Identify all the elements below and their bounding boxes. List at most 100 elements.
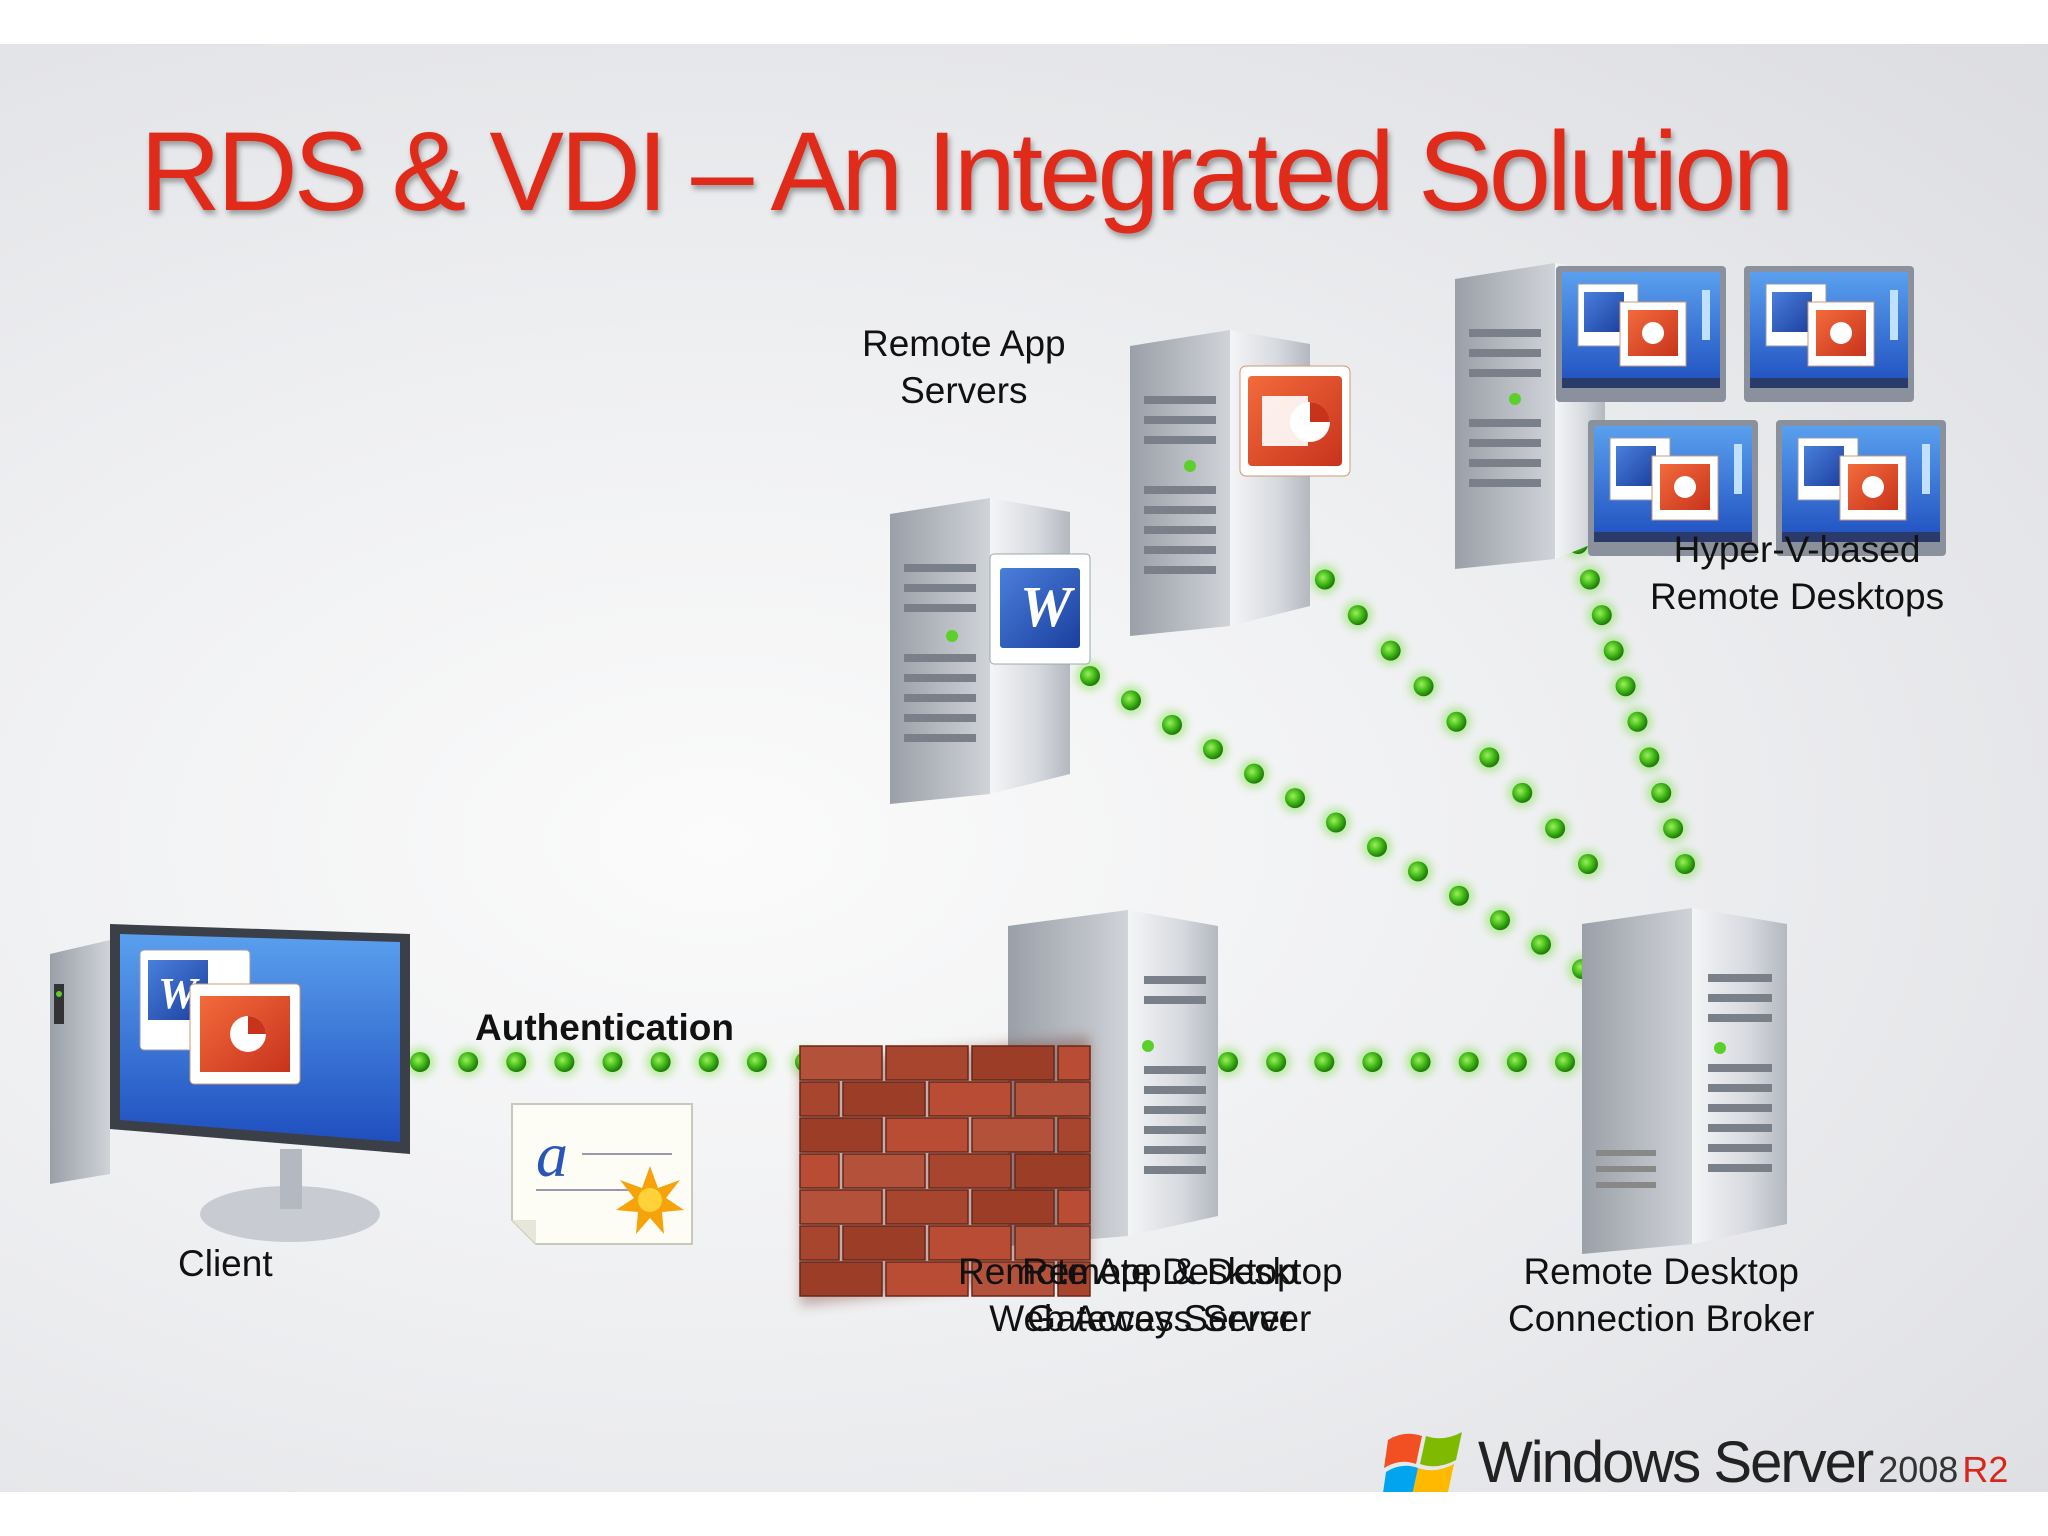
link-dot	[554, 1052, 575, 1072]
power-led-icon	[1714, 1042, 1726, 1054]
link-dot	[1314, 569, 1335, 590]
link-dot	[1408, 861, 1428, 882]
remote-app-server-powerpoint	[1130, 330, 1351, 636]
virtual-desktop-screen	[1556, 266, 1726, 402]
power-led-icon	[946, 630, 958, 642]
link-dot	[1362, 1052, 1383, 1072]
label-hyperv-desktops: Hyper-V-based Remote Desktops	[1650, 529, 1945, 617]
firewall-brick	[885, 1261, 969, 1297]
firewall-brick	[885, 1189, 969, 1225]
link-dot	[1326, 812, 1346, 833]
link-dot	[1615, 676, 1636, 697]
link-dot	[1531, 934, 1551, 955]
link-dot	[1490, 910, 1510, 931]
link-dot	[1639, 747, 1660, 768]
slide-title: RDS & VDI – An Integrated Solution	[140, 109, 1795, 234]
client-computer: W	[50, 924, 410, 1242]
diagram-canvas: W	[50, 263, 1946, 1306]
powerpoint-chart-icon	[1674, 476, 1696, 498]
virtual-desktop-screen	[1776, 420, 1946, 556]
link-dot	[1627, 711, 1648, 732]
firewall-brick	[885, 1045, 969, 1081]
word-logo-icon	[1616, 446, 1656, 486]
word-letter: W	[1020, 574, 1075, 639]
remote-app-server-word: W	[890, 498, 1091, 804]
link-dot	[746, 1052, 767, 1072]
word-document-icon: W	[989, 553, 1091, 665]
link-dot	[1675, 854, 1695, 874]
link-dot	[506, 1052, 527, 1072]
link-dot	[1591, 605, 1612, 626]
link-dot	[698, 1052, 719, 1072]
firewall-brick	[842, 1081, 926, 1117]
client-tower-icon	[50, 940, 110, 1184]
link-dot	[1410, 1052, 1431, 1072]
firewall-brick	[971, 1117, 1055, 1153]
link-dot	[1080, 666, 1100, 686]
power-led-icon	[1509, 393, 1521, 405]
vent-slats-icon	[1708, 974, 1772, 1172]
label-remote-app-servers: Remote App Servers	[862, 323, 1066, 411]
link-dot	[1458, 1052, 1479, 1072]
logo-revision: R2	[1962, 1449, 2009, 1490]
word-logo-icon	[1584, 292, 1624, 332]
link-dot	[1663, 818, 1684, 839]
link-dot	[1555, 1052, 1575, 1072]
link-gateway-broker	[1213, 1047, 1580, 1077]
label-client: Client	[178, 1243, 273, 1284]
logo-version: 2008	[1878, 1449, 1959, 1490]
link-dot	[1244, 763, 1264, 784]
powerpoint-document-icon	[1239, 365, 1351, 477]
powerpoint-chart-icon	[1642, 322, 1664, 344]
firewall-brick	[799, 1261, 883, 1297]
powerpoint-chart-icon	[1830, 322, 1852, 344]
firewall-brick-wall-icon	[799, 1036, 1091, 1306]
virtual-desktop-screens	[1556, 266, 1946, 556]
screen-scrollbar	[1922, 444, 1930, 494]
firewall-brick	[799, 1045, 883, 1081]
link-dot	[1121, 690, 1141, 711]
link-dot	[1266, 1052, 1287, 1072]
screen-taskbar	[1594, 532, 1752, 542]
link-dot	[1512, 782, 1533, 803]
label-web-access-server: Remote App & Desktop Web Access Server	[958, 1251, 1343, 1339]
firewall-brick	[799, 1117, 883, 1153]
firewall-brick	[885, 1117, 969, 1153]
firewall-brick	[928, 1081, 1012, 1117]
vent-slats-icon	[904, 564, 976, 742]
screen-scrollbar	[1734, 444, 1742, 494]
link-dot	[410, 1052, 430, 1072]
link-dot	[1446, 711, 1467, 732]
link-dot	[1506, 1052, 1527, 1072]
screen-taskbar	[1782, 532, 1940, 542]
virtual-desktop-screen	[1744, 266, 1914, 402]
certificate-letter: a	[536, 1119, 568, 1190]
client-powerpoint-window-icon	[189, 983, 301, 1085]
firewall-brick	[842, 1225, 926, 1261]
firewall-brick	[1014, 1153, 1091, 1189]
link-dot	[1479, 747, 1500, 768]
word-logo-icon	[1772, 292, 1812, 332]
firewall-brick	[971, 1261, 1055, 1297]
firewall-brick	[971, 1189, 1055, 1225]
vent-slats-icon	[1596, 1150, 1656, 1188]
link-dot	[1545, 818, 1566, 839]
firewall-brick	[971, 1045, 1055, 1081]
link-dot	[1162, 714, 1182, 735]
link-dot	[1579, 569, 1600, 590]
firewall-brick	[799, 1153, 840, 1189]
link-dot	[1347, 605, 1368, 626]
link-dot	[1203, 739, 1223, 760]
word-logo-icon	[1804, 446, 1844, 486]
connection-broker-server	[1582, 908, 1787, 1254]
windows-flag-icon	[1383, 1432, 1462, 1492]
certificate-seal-icon	[616, 1166, 684, 1234]
authentication-certificate-icon: a	[511, 1103, 693, 1245]
firewall-brick	[1057, 1261, 1091, 1297]
link-dot	[602, 1052, 623, 1072]
screen-scrollbar	[1702, 290, 1710, 340]
firewall-brick	[928, 1225, 1012, 1261]
link-dot	[1651, 782, 1672, 803]
screen-taskbar	[1750, 378, 1908, 388]
screen-scrollbar	[1890, 290, 1898, 340]
